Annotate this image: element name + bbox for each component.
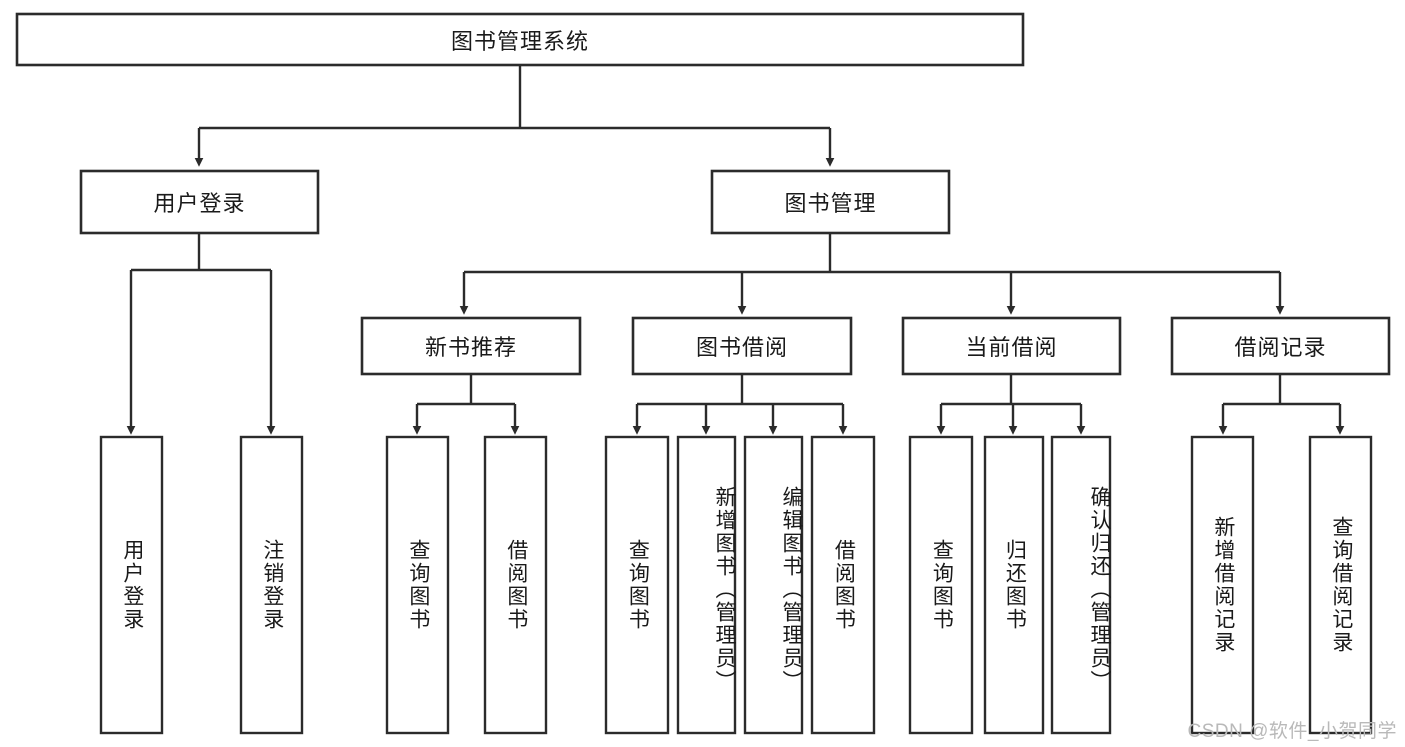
connector-userlogin-to-children (126, 234, 276, 435)
connector-borrow-to-children (632, 374, 848, 435)
leaf-recommend-borrow-book[interactable] (483, 435, 548, 735)
leaf-borrow-query-book[interactable] (604, 435, 670, 735)
leaf-current-query-book[interactable] (908, 435, 974, 735)
connector-recommend-to-children (412, 374, 520, 435)
node-borrow-record[interactable] (1170, 316, 1391, 376)
leaf-borrow-edit-book-admin[interactable] (743, 435, 804, 735)
connector-root-to-level2 (194, 66, 835, 167)
node-book-management[interactable] (710, 169, 951, 235)
leaf-record-query-record[interactable] (1308, 435, 1373, 735)
leaf-current-confirm-return-admin[interactable] (1050, 435, 1112, 735)
node-user-login[interactable] (79, 169, 320, 235)
leaf-user-login-logout[interactable] (239, 435, 304, 735)
leaf-borrow-add-book-admin[interactable] (676, 435, 737, 735)
connector-record-to-children (1218, 374, 1345, 435)
leaf-current-return-book[interactable] (983, 435, 1045, 735)
leaf-record-add-record[interactable] (1190, 435, 1255, 735)
node-book-borrow[interactable] (631, 316, 853, 376)
node-current-borrow[interactable] (901, 316, 1122, 376)
node-new-book-recommend[interactable] (360, 316, 582, 376)
leaf-borrow-borrow-book[interactable] (810, 435, 876, 735)
leaf-recommend-query-book[interactable] (385, 435, 450, 735)
node-root[interactable] (15, 12, 1025, 67)
connector-bookmgmt-to-level3 (459, 234, 1285, 315)
leaf-user-login-login[interactable] (99, 435, 164, 735)
connector-current-to-children (936, 374, 1086, 435)
